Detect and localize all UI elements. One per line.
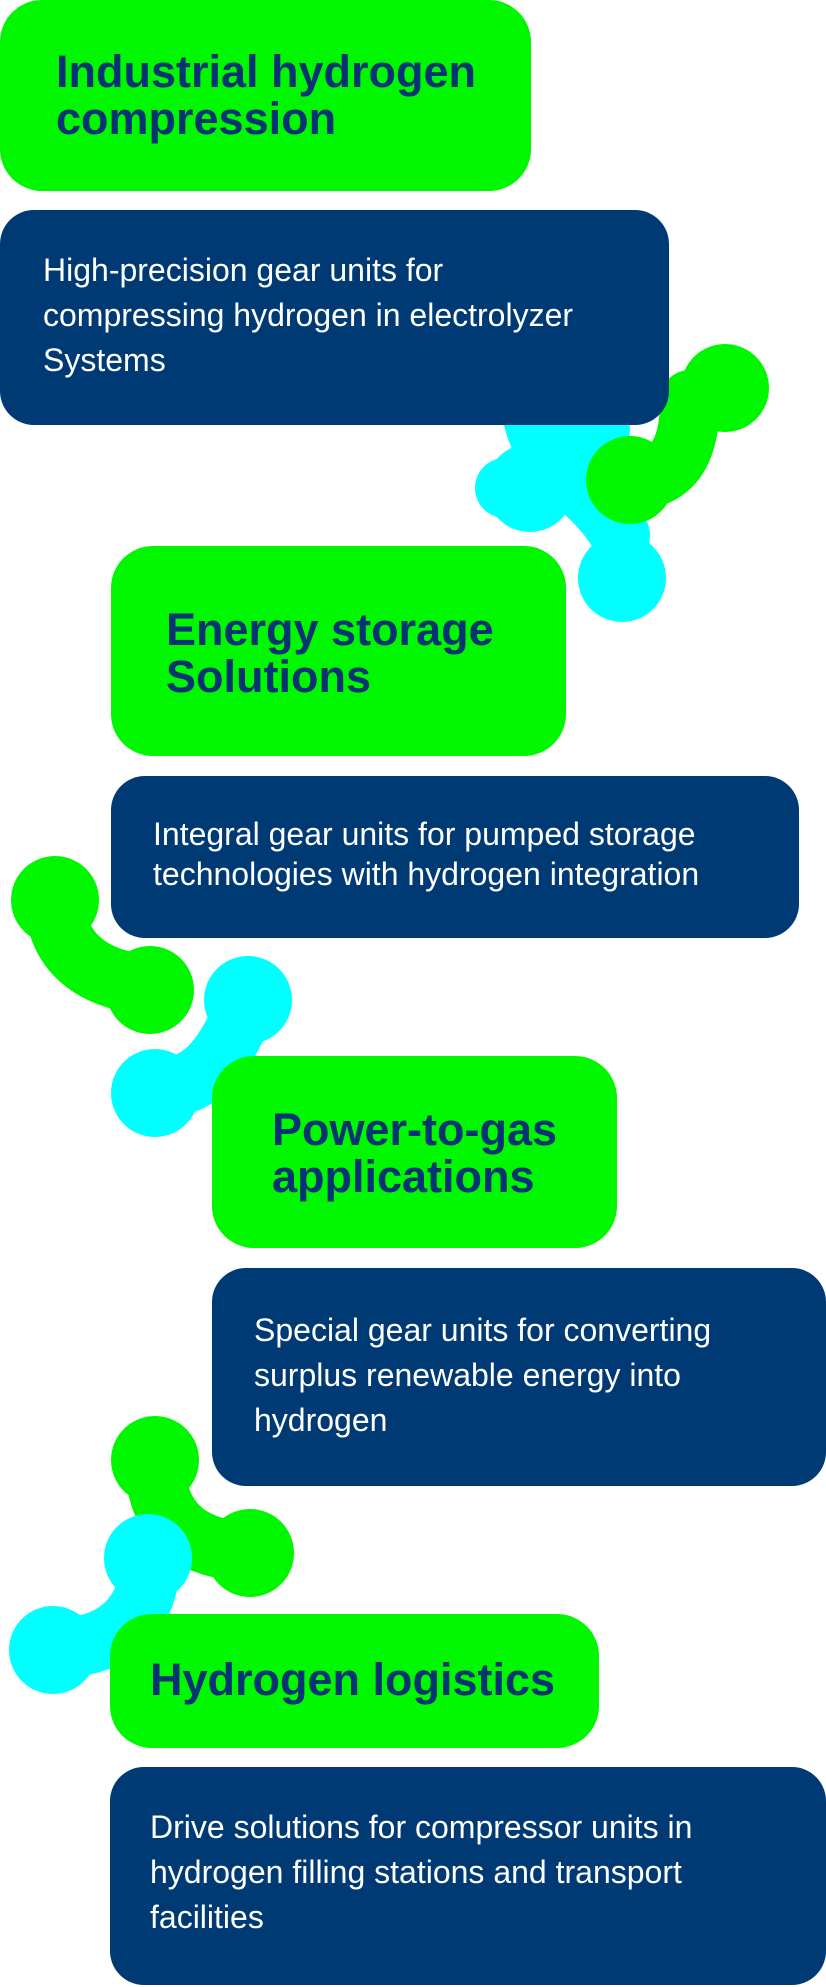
section-2-title: Energy storage Solutions — [166, 604, 494, 702]
section-1-description: High-precision gear units for compressin… — [43, 252, 574, 378]
section-4-description-box: Drive solutions for compressor units in … — [110, 1767, 826, 1985]
section-3-description-box: Special gear units for converting surplu… — [212, 1268, 826, 1486]
section-4-description: Drive solutions for compressor units in … — [150, 1809, 693, 1935]
section-2-description: Integral gear units for pumped storage t… — [153, 816, 700, 892]
section-3-title-box: Power-to-gas applications — [212, 1056, 617, 1248]
section-1-description-box: High-precision gear units for compressin… — [0, 210, 669, 425]
section-1-title: Industrial hydrogen compression — [56, 46, 477, 144]
section-3-description: Special gear units for converting surplu… — [254, 1312, 712, 1438]
section-1-title-box: Industrial hydrogen compression — [0, 0, 531, 191]
section-4-title-box: Hydrogen logistics — [110, 1614, 599, 1748]
section-4-title: Hydrogen logistics — [150, 1654, 556, 1705]
section-2-description-box: Integral gear units for pumped storage t… — [111, 776, 799, 938]
section-3-title: Power-to-gas applications — [272, 1104, 558, 1202]
section-2-title-box: Energy storage Solutions — [111, 546, 566, 756]
